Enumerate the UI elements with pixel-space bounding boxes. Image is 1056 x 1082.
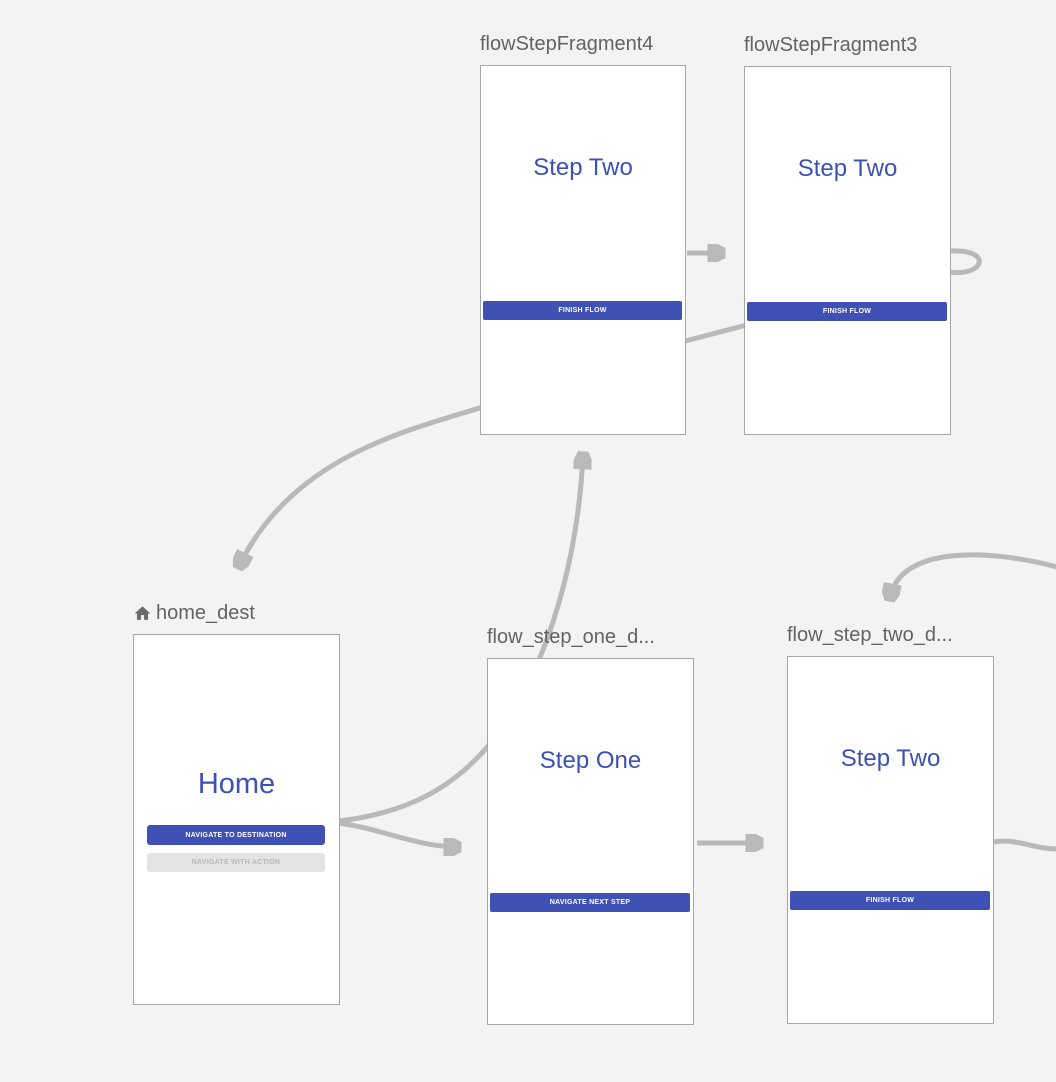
node-label: flow_step_two_d...	[787, 624, 994, 647]
preview-title: Step One	[539, 747, 642, 774]
preview-button-finish-flow: FINISH FLOW	[483, 301, 682, 320]
preview-button-finish-flow: FINISH FLOW	[747, 302, 947, 321]
node-flow-step-two-dest[interactable]: flow_step_two_d... Step Two FINISH FLOW	[787, 624, 994, 1024]
home-icon	[134, 606, 151, 620]
node-label-text: flowStepFragment4	[480, 33, 654, 55]
fragment-preview[interactable]: Home NAVIGATE TO DESTINATION NAVIGATE WI…	[133, 634, 340, 1005]
node-label-text: flow_step_two_d...	[787, 624, 953, 646]
preview-title: Home	[197, 768, 276, 800]
node-flowStepFragment3[interactable]: flowStepFragment3 Step Two FINISH FLOW	[744, 34, 951, 435]
node-label-text: flow_step_one_d...	[487, 626, 655, 648]
preview-button-navigate-with-action: NAVIGATE WITH ACTION	[147, 853, 325, 872]
preview-button-navigate-next-step: NAVIGATE NEXT STEP	[490, 893, 690, 912]
preview-button-finish-flow: FINISH FLOW	[790, 891, 990, 910]
preview-title: Step Two	[797, 155, 898, 182]
edge-flowStepFragment3-self-loop[interactable]	[948, 248, 982, 276]
node-flow-step-one-dest[interactable]: flow_step_one_d... Step One NAVIGATE NEX…	[487, 626, 694, 1025]
fragment-preview[interactable]: Step Two FINISH FLOW	[744, 66, 951, 435]
edge-offscreen-to-flow-step-two[interactable]	[890, 552, 1056, 598]
preview-title: Step Two	[840, 745, 941, 772]
node-flowStepFragment4[interactable]: flowStepFragment4 Step Two FINISH FLOW	[480, 33, 686, 435]
node-home-dest[interactable]: home_dest Home NAVIGATE TO DESTINATION N…	[133, 602, 340, 1005]
node-label: home_dest	[133, 602, 340, 625]
edge-flow-step-two-to-offscreen[interactable]	[993, 838, 1056, 852]
node-label-text: flowStepFragment3	[744, 34, 918, 56]
node-label: flowStepFragment3	[744, 34, 951, 57]
node-label: flowStepFragment4	[480, 33, 686, 56]
fragment-preview[interactable]: Step One NAVIGATE NEXT STEP	[487, 658, 694, 1025]
edge-home-to-flow-step-one[interactable]	[338, 820, 458, 847]
preview-button-navigate-to-destination: NAVIGATE TO DESTINATION	[147, 825, 325, 845]
preview-title: Step Two	[533, 154, 633, 181]
node-label-text: home_dest	[156, 602, 255, 624]
fragment-preview[interactable]: Step Two FINISH FLOW	[480, 65, 686, 435]
fragment-preview[interactable]: Step Two FINISH FLOW	[787, 656, 994, 1024]
edge-flowStepFragment4-to-home-dest[interactable]	[239, 401, 493, 566]
node-label: flow_step_one_d...	[487, 626, 694, 649]
